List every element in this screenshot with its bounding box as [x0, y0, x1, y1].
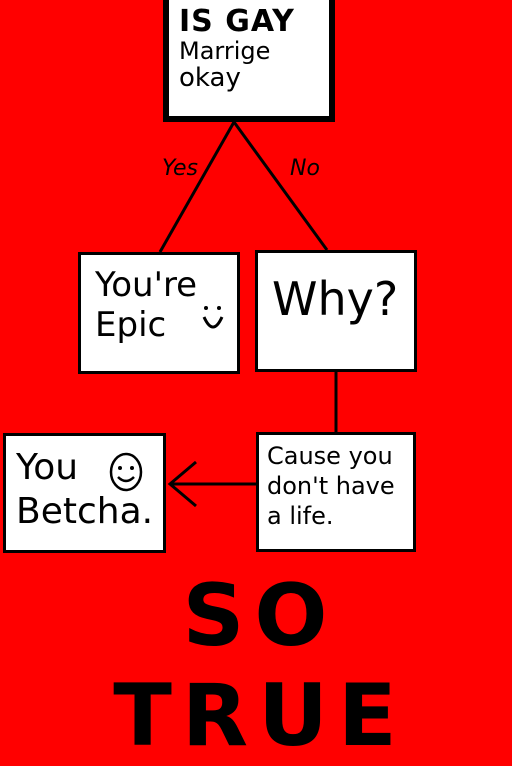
yes-answer-box: You're Epic — [78, 252, 240, 374]
arrowhead-icon — [167, 460, 197, 508]
question-line-1: IS GAY — [179, 4, 295, 39]
question-line-3: okay — [179, 63, 241, 93]
no-connector — [232, 121, 329, 251]
question-box: IS GAY Marrige okay — [163, 0, 335, 122]
no-edge-label: No — [290, 156, 320, 181]
yes-connector — [158, 121, 236, 253]
final-answer-text: You Betcha. — [16, 447, 154, 532]
final-answer-box: You Betcha. — [3, 433, 166, 553]
reason-box: Cause you don't have a life. — [256, 432, 416, 552]
yes-answer-text: You're Epic — [95, 265, 198, 345]
question-line-2: Marrige — [179, 37, 271, 65]
no-answer-text: Why? — [272, 272, 399, 326]
flowchart: IS GAY Marrige okay Yes No You're Epic W… — [3, 0, 417, 766]
smiley-face-icon — [109, 452, 143, 492]
connector-lines — [158, 121, 338, 508]
smiley-face-icon — [202, 306, 224, 329]
footer-caption: SO TRUE — [113, 566, 407, 766]
no-answer-box: Why? — [255, 250, 417, 372]
reason-text: Cause you don't have a life. — [267, 442, 395, 530]
yes-edge-label: Yes — [162, 156, 199, 181]
